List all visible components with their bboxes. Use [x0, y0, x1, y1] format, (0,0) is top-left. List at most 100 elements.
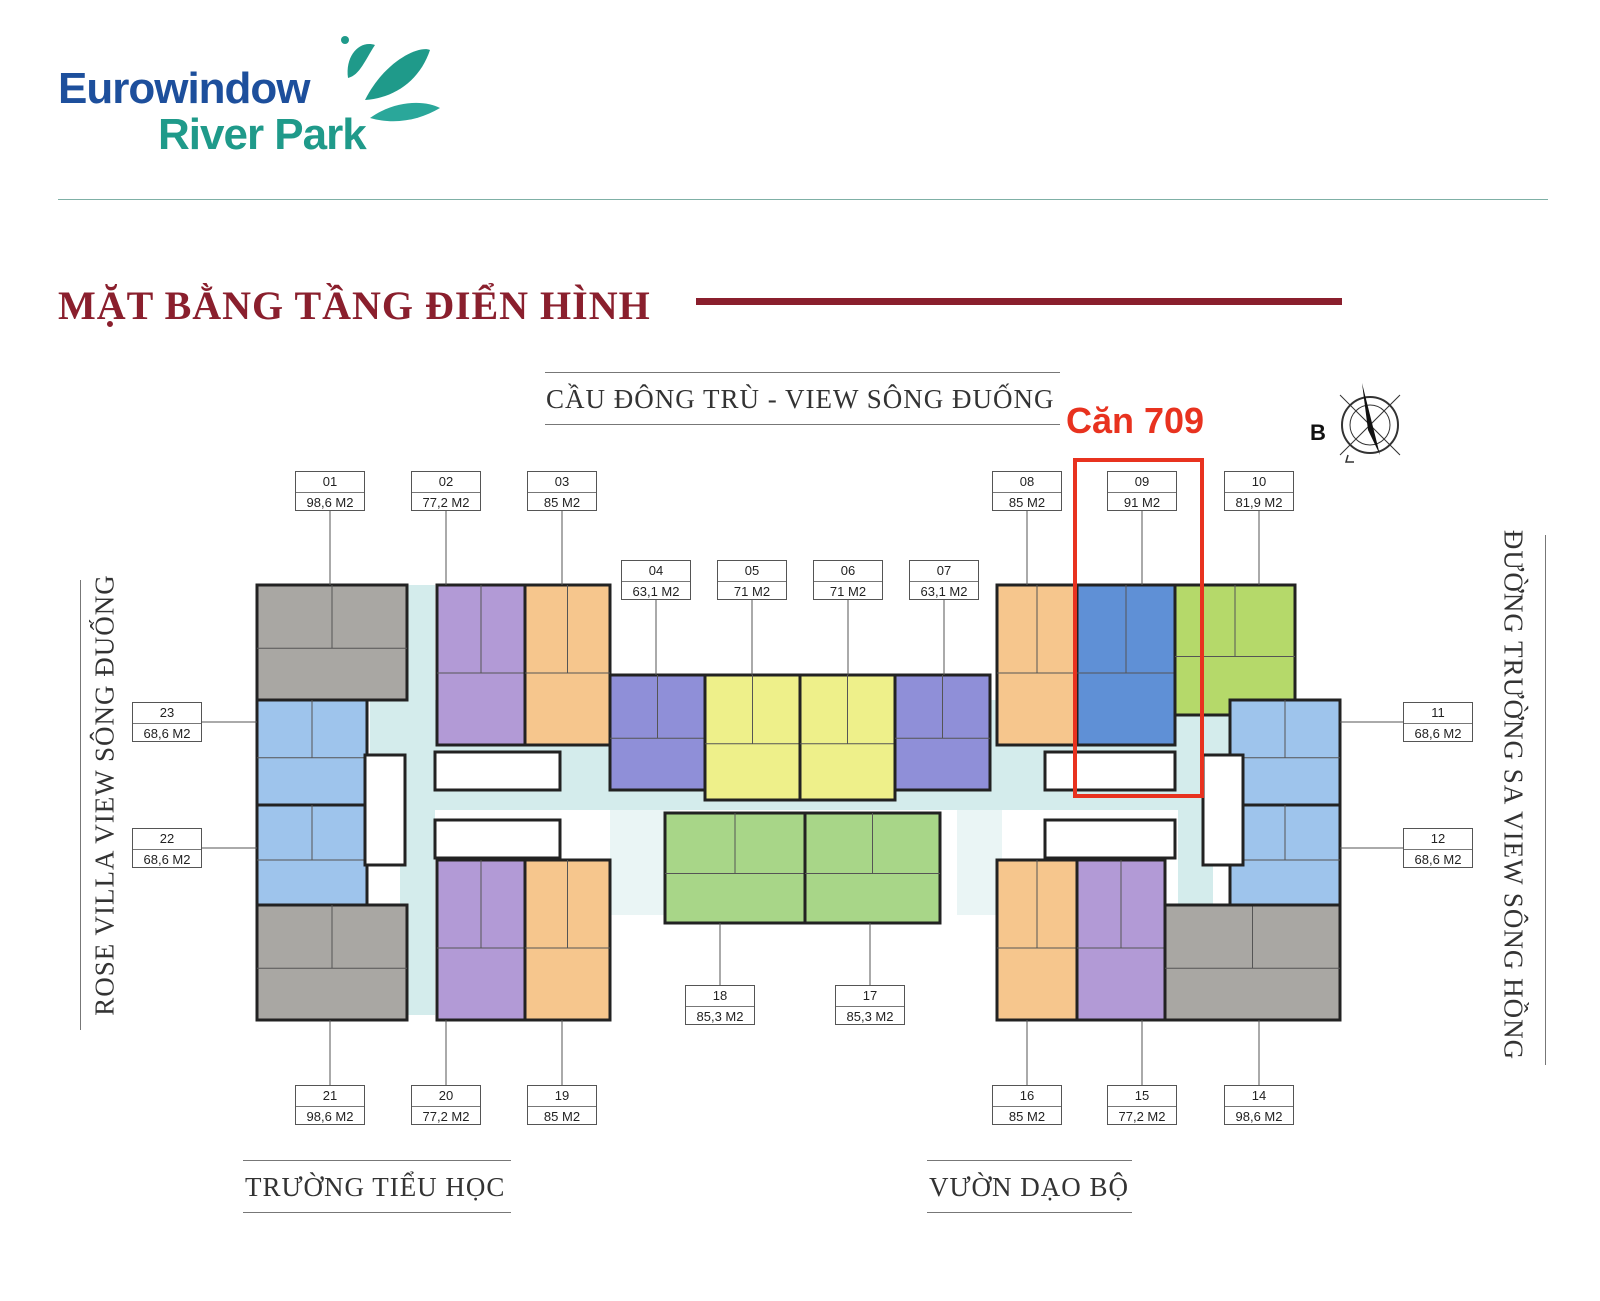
unit-label-23: 23 68,6 M2 [132, 702, 202, 742]
unit-area: 85,3 M2 [846, 1009, 894, 1024]
unit-label-07: 07 63,1 M2 [909, 560, 979, 600]
unit-number: 05 [718, 561, 786, 582]
unit-area: 98,6 M2 [306, 1109, 354, 1124]
compass-letter: B [1310, 420, 1326, 445]
corridor-left [400, 585, 435, 1015]
unit-number: 19 [528, 1086, 596, 1107]
unit-label-18: 18 85,3 M2 [685, 985, 755, 1025]
unit-block-07 [893, 673, 992, 792]
unit-label-15: 15 77,2 M2 [1107, 1085, 1177, 1125]
unit-area: 85 M2 [543, 495, 581, 510]
left-direction-rule [80, 580, 81, 1030]
brand-line2: River Park [158, 110, 367, 159]
unit-number: 18 [686, 986, 754, 1007]
bottom-left-direction-label: TRƯỜNG TIỂU HỌC [245, 1172, 506, 1202]
unit-block-19 [523, 858, 612, 1022]
unit-block-05 [703, 673, 802, 802]
unit-block-16 [995, 858, 1079, 1022]
unit-block-04 [608, 673, 707, 792]
unit-block-22 [255, 803, 369, 907]
unit-label-22: 22 68,6 M2 [132, 828, 202, 868]
unit-number: 22 [133, 829, 201, 850]
unit-number: 23 [133, 703, 201, 724]
unit-number: 14 [1225, 1086, 1293, 1107]
unit-block-18 [663, 811, 807, 925]
unit-label-17: 17 85,3 M2 [835, 985, 905, 1025]
unit-number: 21 [296, 1086, 364, 1107]
top-direction-label: CẦU ĐÔNG TRÙ - VIEW SÔNG ĐUỐNG [546, 384, 1055, 414]
unit-area: 71 M2 [733, 584, 771, 599]
unit-area: 71 M2 [829, 584, 867, 599]
unit-block-15 [1075, 858, 1167, 1022]
unit-area: 77,2 M2 [1118, 1109, 1166, 1124]
unit-number: 09 [1108, 472, 1176, 493]
unit-area: 85,3 M2 [696, 1009, 744, 1024]
bottom-right-direction-label: VƯỜN DẠO BỘ [929, 1172, 1129, 1202]
unit-number: 12 [1404, 829, 1472, 850]
unit-label-12: 12 68,6 M2 [1403, 828, 1473, 868]
highlight-label: Căn 709 [1066, 400, 1205, 441]
right-direction-rule [1545, 535, 1546, 1065]
title-bar [696, 298, 1342, 305]
stair-core-right [1201, 753, 1245, 867]
unit-block-20 [435, 858, 527, 1022]
unit-number: 01 [296, 472, 364, 493]
unit-area: 77,2 M2 [422, 1109, 470, 1124]
unit-area: 63,1 M2 [632, 584, 680, 599]
unit-block-11 [1228, 698, 1342, 807]
unit-area: 85 M2 [1008, 1109, 1046, 1124]
unit-number: 20 [412, 1086, 480, 1107]
unit-area: 85 M2 [543, 1109, 581, 1124]
top-direction-rule-top [545, 372, 1060, 373]
left-direction-label: ROSE VILLA VIEW SÔNG ĐUỐNG [89, 574, 120, 1016]
bottom-right-rule-bottom [927, 1212, 1132, 1213]
unit-label-16: 16 85 M2 [992, 1085, 1062, 1125]
unit-number: 03 [528, 472, 596, 493]
unit-area: 98,6 M2 [306, 495, 354, 510]
unit-label-20: 20 77,2 M2 [411, 1085, 481, 1125]
bottom-left-rule-top [243, 1160, 511, 1161]
unit-number: 07 [910, 561, 978, 582]
unit-number: 06 [814, 561, 882, 582]
header-divider [58, 199, 1548, 200]
elevator-core-2 [433, 818, 562, 860]
unit-block-12 [1228, 803, 1342, 907]
unit-block-02 [435, 583, 527, 747]
elevator-core-4 [1043, 818, 1177, 860]
brand-line1: Eurowindow [58, 64, 311, 113]
unit-label-04: 04 63,1 M2 [621, 560, 691, 600]
unit-block-08 [995, 583, 1079, 747]
stair-mid-right [957, 810, 1002, 915]
top-direction-rule-bottom [545, 424, 1060, 425]
unit-number: 17 [836, 986, 904, 1007]
unit-area: 91 M2 [1123, 495, 1161, 510]
stair-mid-left [610, 810, 670, 915]
elevator-core-1 [433, 750, 562, 792]
unit-label-09: 09 91 M2 [1107, 471, 1177, 511]
unit-area: 77,2 M2 [422, 495, 470, 510]
unit-block-06 [798, 673, 897, 802]
unit-block-23 [255, 698, 369, 807]
unit-block-17 [803, 811, 942, 925]
unit-label-05: 05 71 M2 [717, 560, 787, 600]
unit-area: 68,6 M2 [143, 726, 191, 741]
unit-label-01: 01 98,6 M2 [295, 471, 365, 511]
unit-number: 10 [1225, 472, 1293, 493]
bottom-right-rule-top [927, 1160, 1132, 1161]
unit-area: 63,1 M2 [920, 584, 968, 599]
unit-number: 04 [622, 561, 690, 582]
unit-label-19: 19 85 M2 [527, 1085, 597, 1125]
unit-area: 68,6 M2 [143, 852, 191, 867]
unit-area: 68,6 M2 [1414, 852, 1462, 867]
unit-label-06: 06 71 M2 [813, 560, 883, 600]
unit-number: 15 [1108, 1086, 1176, 1107]
bottom-left-rule-bottom [243, 1212, 511, 1213]
unit-number: 16 [993, 1086, 1061, 1107]
unit-block-01 [255, 583, 409, 702]
